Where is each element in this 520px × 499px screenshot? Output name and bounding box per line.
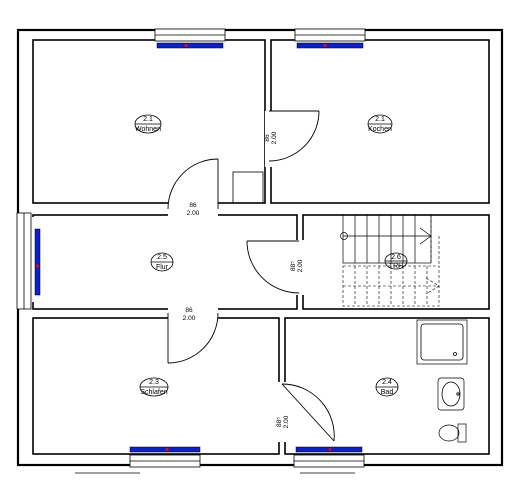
door-height: 2.00: [271, 131, 278, 144]
radiator-schlafen: [129, 446, 201, 453]
room-name: Schlafen: [140, 389, 167, 396]
toilet-cistern: [457, 423, 467, 443]
room-label-flur: 2.5 Flur: [150, 252, 174, 272]
door-width: 88⁵: [290, 261, 297, 271]
stair-start-marker: [340, 232, 348, 240]
door-width: 86: [189, 202, 197, 209]
door-width: 86: [264, 134, 271, 142]
room-name: TRH: [389, 263, 403, 270]
door-leaf-5: [281, 383, 335, 442]
staircase: [340, 214, 440, 307]
outer-walls: [16, 28, 504, 467]
room-label-kochen: 2.1 Kochen: [367, 114, 393, 134]
room-id: 2.1: [143, 116, 153, 123]
door-height: 2.00: [183, 315, 196, 322]
door-arc-4: [167, 312, 219, 364]
door-arc-3: [246, 240, 300, 294]
door-width: 86: [185, 307, 193, 314]
door-openings: [28, 111, 304, 442]
room-id: 2.5: [157, 254, 167, 261]
room-label-trh: 2.6 TRH: [384, 252, 408, 270]
shower-tray: [416, 319, 468, 365]
room-label-bad: 2.4 Bad: [375, 377, 399, 397]
door-label-wohnen-flur: 86 2.00: [187, 202, 200, 217]
door-height: 2.00: [297, 259, 304, 272]
room-id: 2.1: [375, 116, 385, 123]
door-width: 88⁵: [276, 417, 283, 427]
door-label-flur-trh: 88⁵ 2.00: [290, 259, 304, 272]
windows: [16, 28, 366, 468]
room-label-wohnen: 2.1 Wohnen: [134, 114, 162, 134]
door-label-schlafen-bad: 88⁵ 2.00: [276, 415, 290, 428]
door-arc-5: [281, 383, 335, 442]
door-height: 2.00: [283, 415, 290, 428]
doors: [167, 110, 335, 442]
radiator-kochen: [296, 42, 364, 49]
door-label-flur-schlafen: 86 2.00: [183, 307, 196, 322]
room-name: Bad: [381, 389, 394, 396]
bathroom-fixtures: [416, 319, 468, 443]
room-name: Kochen: [368, 126, 392, 133]
room-id: 2.3: [149, 379, 159, 386]
toilet-bowl: [438, 424, 460, 442]
room-id: 2.6: [391, 254, 401, 261]
room-name: Wohnen: [135, 126, 161, 133]
room-name: Flur: [156, 264, 169, 271]
door-arc-2: [167, 158, 219, 210]
radiator-flur: [34, 228, 41, 296]
washbasin: [437, 377, 465, 411]
room-label-schlafen: 2.3 Schlafen: [139, 377, 169, 397]
radiator-wohnen: [156, 42, 224, 49]
door-arc-1: [268, 110, 320, 162]
radiators: [34, 42, 364, 453]
door-label-wohnen-kochen: 86 2.00: [264, 131, 278, 144]
room-id: 2.4: [382, 379, 392, 386]
shaft: [232, 171, 264, 204]
door-height: 2.00: [187, 210, 200, 217]
